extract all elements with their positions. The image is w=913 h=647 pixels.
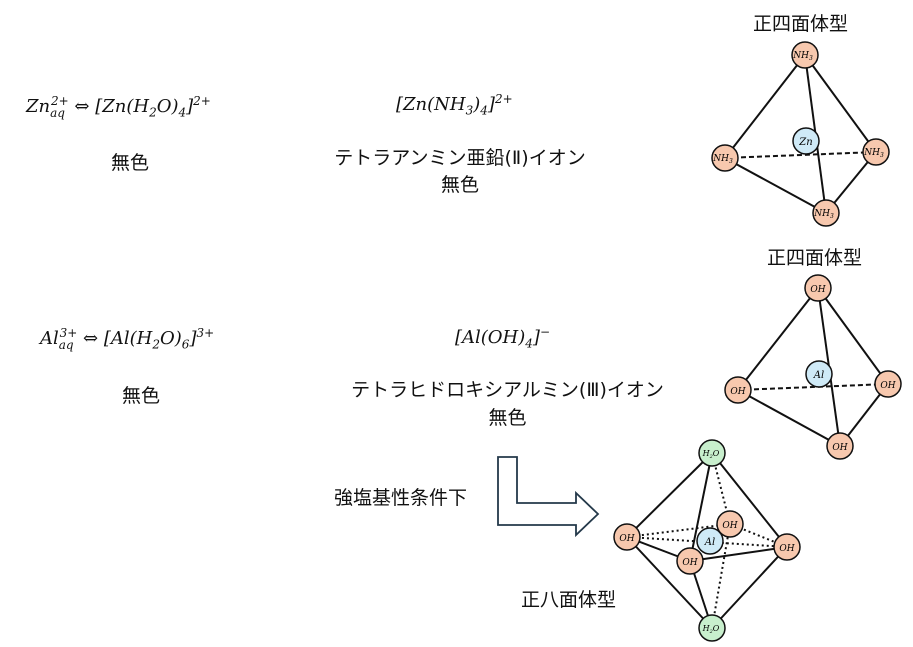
zn-center-atom	[792, 127, 820, 155]
zn-ion-state: aq	[50, 106, 65, 120]
zn-left-color-label: 無色	[111, 152, 150, 174]
al-ion-state: aq	[58, 338, 74, 352]
svg-text:OH: OH	[722, 521, 737, 531]
ammine-ligand: NH3	[711, 144, 739, 172]
ammine-ligand: NH3	[862, 138, 890, 166]
svg-text:NH3: NH3	[792, 51, 813, 62]
svg-text:NH3: NH3	[712, 154, 733, 165]
zn-ion-charge: 2+	[50, 94, 69, 108]
oct-center-atom: Al	[696, 527, 724, 555]
hydroxide-ligand: OH	[804, 274, 832, 302]
svg-text:OH: OH	[730, 387, 745, 397]
oct-edge	[626, 452, 713, 538]
hydroxide-ligand: OH	[773, 533, 801, 561]
svg-text:OH: OH	[880, 381, 895, 391]
al-center-label: Al	[813, 370, 824, 381]
svg-text:NH3: NH3	[863, 148, 884, 159]
al-edge	[737, 287, 819, 391]
svg-text:Al: Al	[704, 537, 715, 548]
oct-edge	[711, 546, 788, 629]
equilibrium-arrow-al: ⇔	[83, 328, 99, 349]
al-aqua-charge: 3+	[196, 326, 215, 340]
svg-text:OH: OH	[779, 544, 794, 554]
al-edge	[817, 287, 889, 385]
zn-aqua-complex: [Zn(H	[95, 96, 150, 117]
reaction-arrow-icon	[497, 456, 600, 538]
zn-edge	[804, 54, 877, 153]
zn-ammine-name: テトラアンミン亜鉛(Ⅱ)イオン	[334, 147, 586, 169]
svg-text:H2O: H2O	[702, 624, 720, 635]
al-left-color-label: 無色	[122, 385, 161, 407]
zn-aqua-close: ]	[186, 96, 194, 117]
al-aqua-close: ]	[189, 328, 197, 349]
zn-edge	[724, 157, 827, 214]
hydroxide-ligand: OH	[826, 432, 854, 460]
equilibrium-arrow: ⇔	[74, 96, 90, 117]
al-hydroxo-close: ]	[532, 327, 540, 348]
zn-ammine-open: [Zn(NH	[396, 94, 466, 115]
water-ligand: H2O	[698, 614, 726, 642]
zn-aqua-mid: O)	[156, 96, 179, 117]
zn-back-edge	[724, 151, 877, 159]
al-shape-label: 正四面体型	[767, 247, 863, 269]
svg-text:NH3: NH3	[813, 209, 834, 220]
hydroxide-ligand: OH	[716, 510, 744, 538]
zn-center-label: Zn	[798, 137, 812, 148]
hydroxide-ligand: OH	[874, 370, 902, 398]
svg-text:OH: OH	[832, 443, 847, 453]
al-hydroxo-name: テトラヒドロキシアルミン(Ⅲ)イオン	[351, 379, 664, 401]
al-back-edge	[737, 383, 889, 391]
zn-aqua-charge: 2+	[193, 94, 211, 108]
svg-text:OH: OH	[810, 285, 825, 295]
zn-aqua-sub2: 4	[178, 105, 187, 120]
ammine-ligand: NH3	[812, 199, 840, 227]
zn-equilibrium-equation: Znaq2+ ⇔ [Zn(H2O)4]2+	[26, 94, 211, 120]
al-equilibrium-equation: Alaq3+ ⇔ [Al(H2O)6]3+	[40, 326, 214, 352]
al-hydroxo-charge: −	[539, 325, 551, 339]
al-octahedron: OH Al OH OH OH H2O H2O	[613, 439, 801, 642]
svg-text:OH: OH	[682, 558, 697, 568]
zn-ammine-charge: 2+	[494, 92, 513, 106]
oct-edge	[626, 536, 713, 629]
hydroxide-ligand: OH	[676, 547, 704, 575]
al-ion-charge: 3+	[59, 326, 78, 340]
zn-tetrahedron: Zn NH3 NH3 NH3 NH3	[711, 41, 890, 227]
oct-edge	[711, 452, 788, 548]
al-ion: Al	[40, 328, 59, 349]
al-aqua-sub2: 6	[181, 337, 190, 352]
zn-shape-label: 正四面体型	[753, 13, 849, 35]
zn-aqua-sub: 2	[149, 105, 157, 120]
zn-ion: Zn	[26, 96, 51, 117]
oct-edge	[689, 546, 788, 562]
svg-text:H2O: H2O	[702, 449, 720, 460]
condition-label: 強塩基性条件下	[334, 487, 468, 509]
zn-ammine-color: 無色	[440, 174, 479, 196]
al-edge	[737, 389, 841, 447]
zn-ammine-sub: 3	[465, 103, 474, 118]
al-aqua-sub: 2	[152, 337, 161, 352]
al-aqua-mid: O)	[160, 328, 182, 349]
oct-back-edge	[626, 523, 731, 538]
hydroxide-ligand: OH	[613, 523, 641, 551]
oct-edge	[689, 452, 713, 562]
zn-ammine-formula: [Zn(NH3)4]2+	[396, 92, 513, 118]
octahedral-shape-label: 正八面体型	[521, 589, 617, 611]
zn-ammine-sub2: 4	[480, 103, 488, 118]
al-tetrahedron: Al OH OH OH OH	[724, 274, 902, 460]
water-ligand: H2O	[698, 439, 726, 467]
al-hydroxo-color: 無色	[488, 407, 527, 429]
al-hydroxo-open: [Al(OH)	[455, 327, 526, 348]
ammine-ligand: NH3	[791, 41, 819, 69]
zn-edge	[724, 54, 806, 159]
al-aqua-complex: [Al(H	[103, 328, 153, 349]
zn-ammine-close: ]	[487, 94, 495, 115]
al-hydroxo-sub: 4	[525, 336, 533, 351]
svg-text:OH: OH	[619, 534, 634, 544]
hydroxide-ligand: OH	[724, 376, 752, 404]
al-hydroxo-formula: [Al(OH)4]−	[455, 325, 550, 351]
al-center-atom	[805, 360, 833, 388]
zn-ammine-mid: )	[473, 94, 481, 115]
